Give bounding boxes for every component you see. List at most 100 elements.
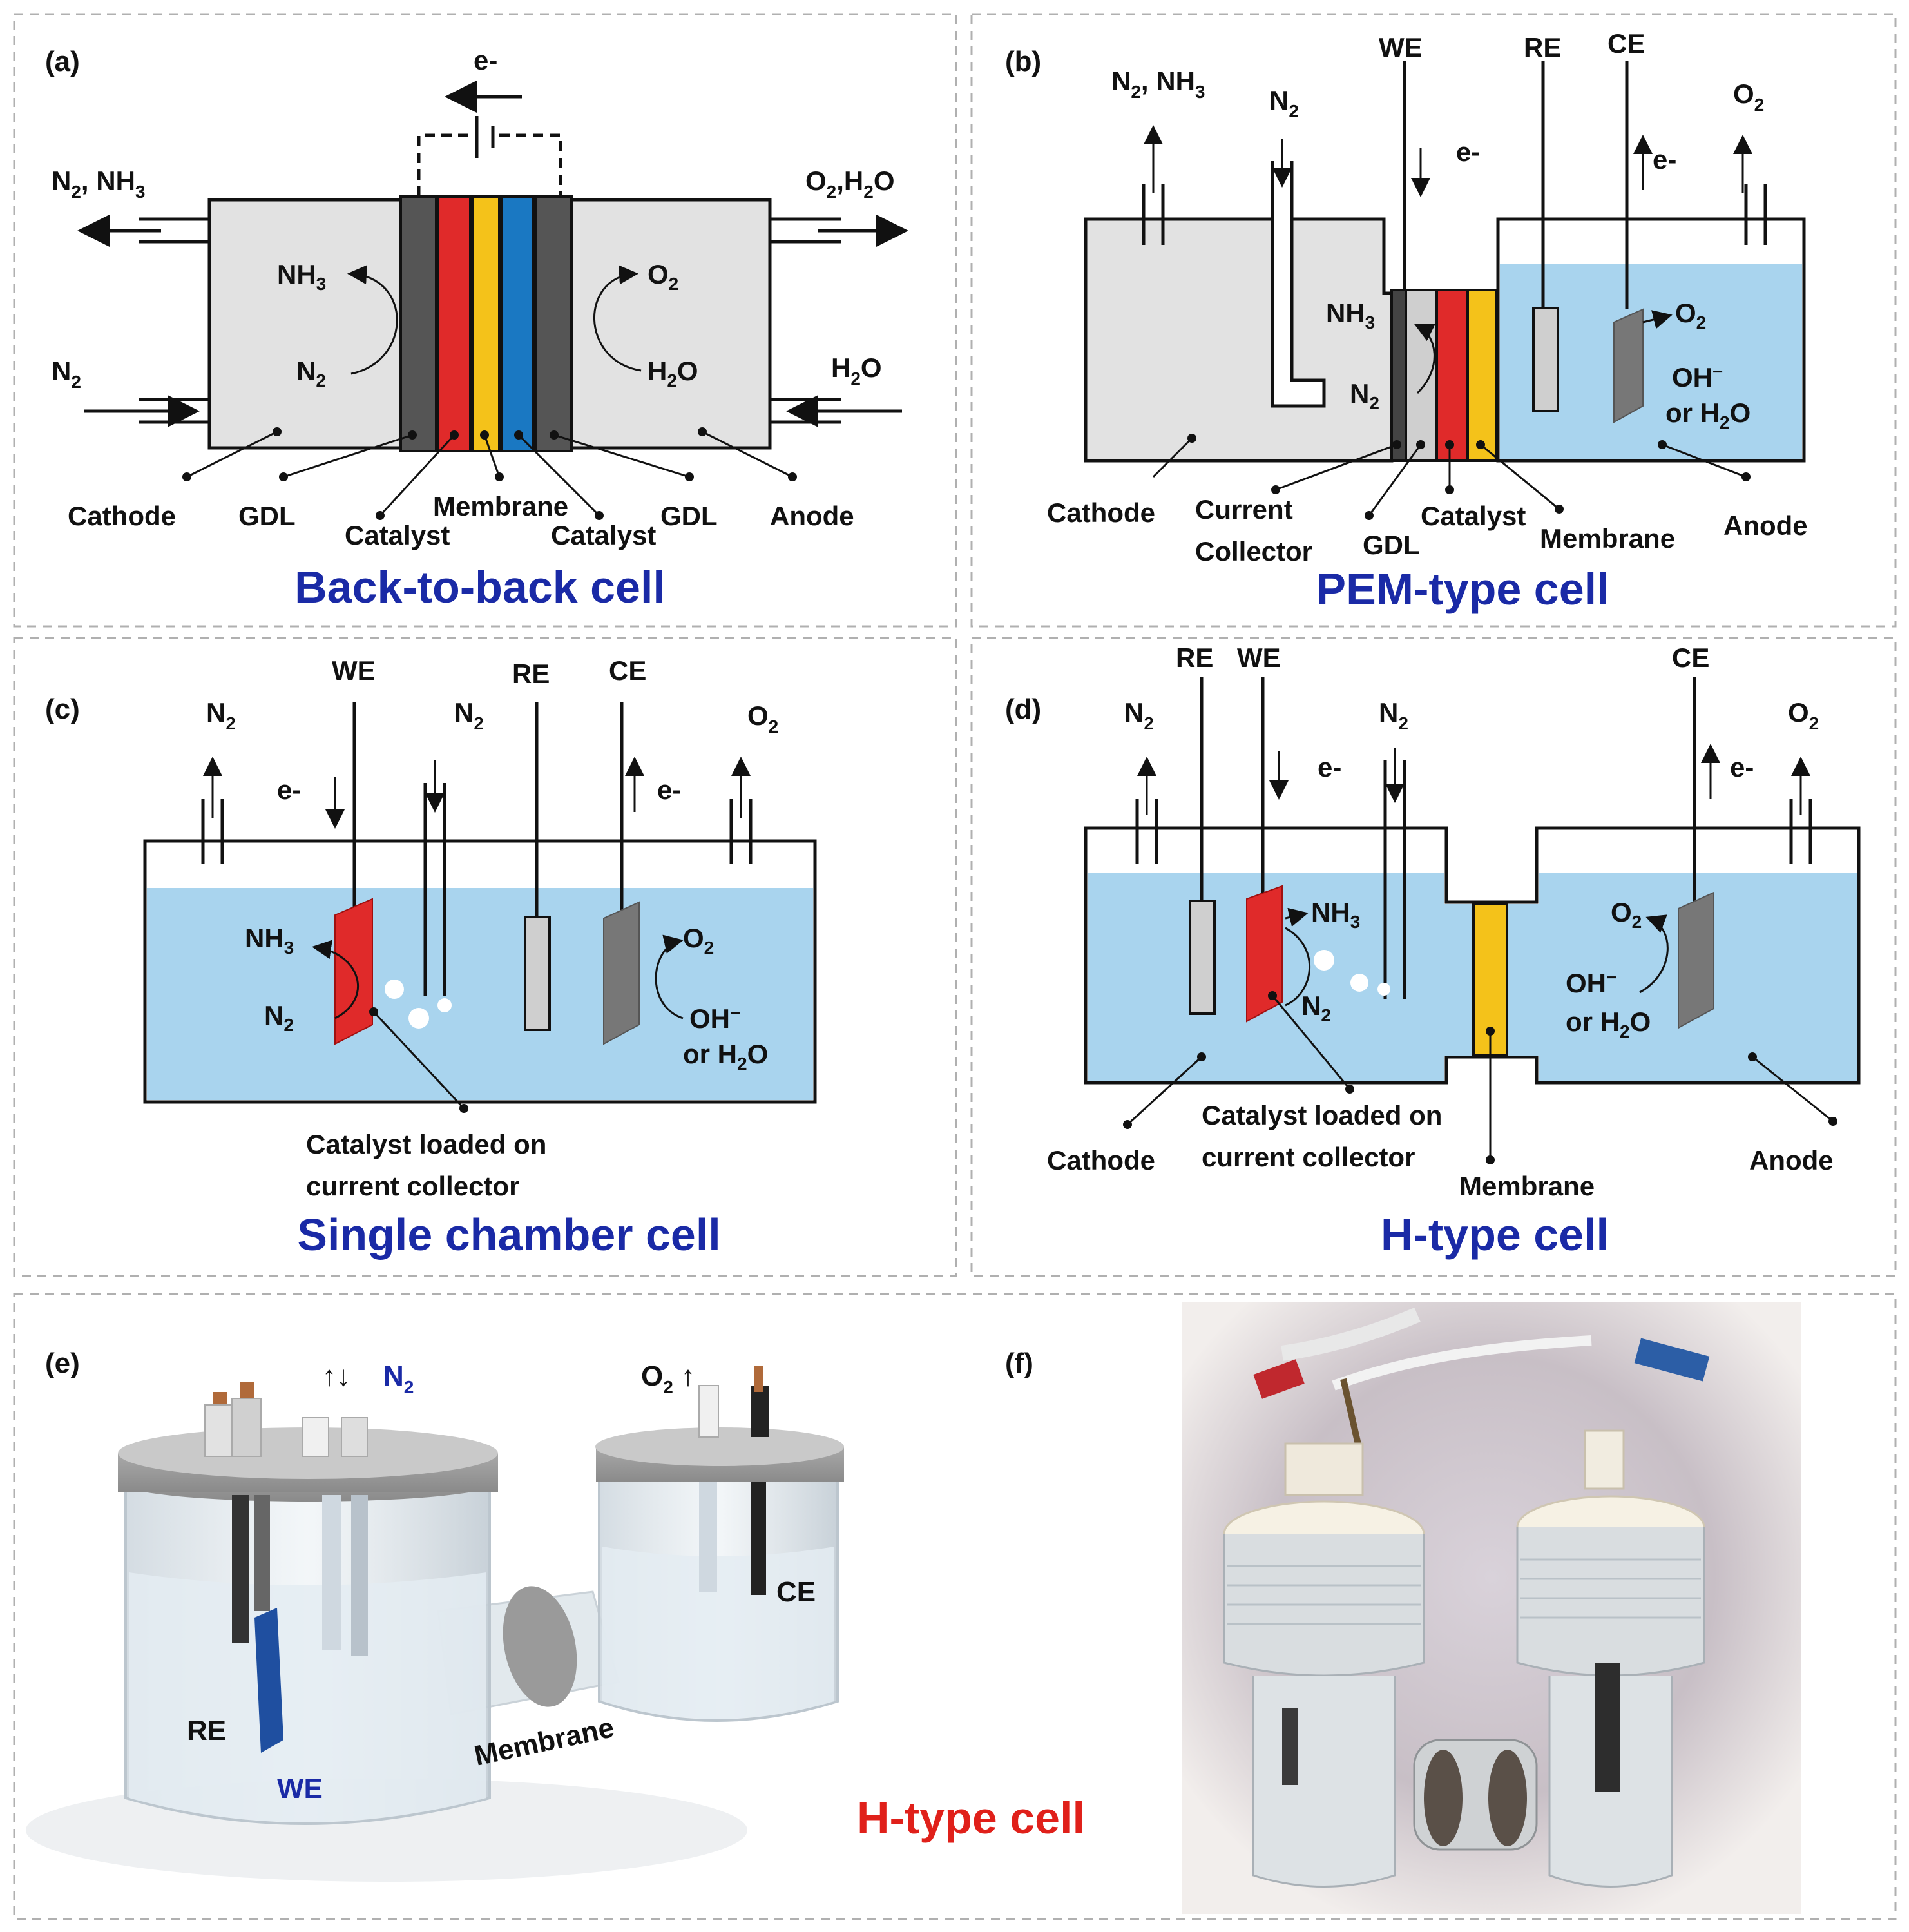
label-anode-d: Anode bbox=[1749, 1145, 1834, 1175]
panel-c-frame bbox=[13, 637, 957, 1277]
working-electrode-3d bbox=[254, 1608, 283, 1753]
counter-electrode-d bbox=[1678, 891, 1714, 1029]
nh3-label-d: NH3 bbox=[1311, 897, 1360, 932]
we-label-b: WE bbox=[1379, 32, 1423, 63]
panel-e-title: H-type cell bbox=[857, 1793, 1085, 1843]
or-h2o-label-b: or H2O bbox=[1665, 398, 1751, 432]
label-catalyst-b: Catalyst bbox=[1421, 501, 1526, 531]
we-label-d: WE bbox=[1237, 642, 1281, 673]
gas-o2-label-e: O2 ↑ bbox=[641, 1360, 695, 1397]
label-membrane-b: Membrane bbox=[1540, 523, 1675, 554]
electrolyte-c bbox=[147, 888, 813, 1100]
reaction-arrow-b bbox=[1414, 324, 1436, 394]
label-membrane-d: Membrane bbox=[1459, 1171, 1595, 1201]
nh3-label-b: NH3 bbox=[1326, 298, 1375, 333]
gas-n2-nh3-label-b: N2, NH3 bbox=[1111, 66, 1205, 102]
o2-label-b: O2 bbox=[1675, 298, 1706, 333]
reaction-nh3-label: NH3 bbox=[277, 259, 326, 294]
gas-n2-label-c-mid: N2 bbox=[454, 697, 484, 733]
gas-tube-left-b bbox=[1142, 184, 1165, 245]
reaction-arrow-c-left bbox=[312, 940, 360, 1019]
we-label-c: WE bbox=[332, 655, 376, 686]
leader-lines-a bbox=[182, 427, 797, 520]
n2-arrows-3d: ↑↓ bbox=[322, 1360, 350, 1392]
ce-label-d: CE bbox=[1672, 642, 1709, 673]
oh-label-b: OH− bbox=[1672, 362, 1723, 392]
catalyst-note-c-1: Catalyst loaded on bbox=[306, 1129, 546, 1159]
reaction-arrow-right bbox=[593, 265, 642, 372]
re-label-b: RE bbox=[1524, 32, 1561, 63]
label-gdl-a-left: GDL bbox=[238, 501, 296, 531]
battery-icon bbox=[417, 116, 562, 197]
gas-o2-label-b: O2 bbox=[1733, 79, 1764, 115]
electron-label-b-left: e- bbox=[1456, 137, 1480, 167]
electron-label: e- bbox=[474, 45, 497, 75]
panel-b-letter: (b) bbox=[1005, 46, 1041, 77]
label-anode-a: Anode bbox=[770, 501, 854, 531]
counter-electrode-c bbox=[603, 901, 640, 1045]
label-collector-b: Collector bbox=[1195, 536, 1312, 566]
membrane-label-e: Membrane bbox=[472, 1712, 617, 1772]
panel-d-title: H-type cell bbox=[1381, 1210, 1609, 1260]
gas-h2o-in-label: H2O bbox=[831, 353, 882, 389]
right-jar bbox=[595, 1366, 844, 1722]
label-cathode-a: Cathode bbox=[68, 501, 176, 531]
or-h2o-label-c: or H2O bbox=[683, 1039, 768, 1074]
layer-stack-b bbox=[1390, 289, 1497, 462]
left-jar bbox=[118, 1382, 498, 1825]
pipes bbox=[77, 215, 908, 427]
gas-tube-left-c bbox=[201, 799, 224, 864]
electron-label-d-left: e- bbox=[1318, 752, 1341, 782]
ce-label-b: CE bbox=[1607, 28, 1645, 59]
bubbles-d bbox=[1314, 950, 1390, 996]
n2-label-c: N2 bbox=[264, 1000, 294, 1035]
membrane-stack bbox=[399, 195, 573, 452]
o2-label-c: O2 bbox=[683, 923, 714, 958]
re-label-d: RE bbox=[1176, 642, 1213, 673]
gas-tube-right-b bbox=[1744, 184, 1767, 245]
reaction-n2-label: N2 bbox=[296, 356, 326, 391]
panel-b: (b) N2, NH3 N2 O2 WE RE CE bbox=[1005, 28, 1808, 614]
electron-label-d-right: e- bbox=[1730, 752, 1754, 782]
working-electrode-d bbox=[1246, 885, 1283, 1023]
n2-label-d: N2 bbox=[1301, 990, 1331, 1025]
catalyst-note-d-1: Catalyst loaded on bbox=[1202, 1100, 1442, 1130]
leader-lines-b bbox=[1152, 434, 1751, 520]
reference-electrode-d bbox=[1189, 900, 1216, 1015]
label-gdl-a-right: GDL bbox=[660, 501, 718, 531]
panel-f-letter: (f) bbox=[1005, 1348, 1033, 1379]
reaction-arrow-d-left bbox=[1285, 927, 1310, 1007]
gas-tube-mid-c bbox=[423, 783, 446, 996]
panel-c: (c) N2 N2 O2 WE RE CE e- e- NH3 N2 bbox=[45, 655, 817, 1260]
panel-d: (d) N2 N2 O2 RE WE CE e- e- NH3 bbox=[1005, 642, 1861, 1260]
panel-e: (e) bbox=[26, 1348, 1085, 1882]
anode-chamber bbox=[559, 198, 772, 450]
catalyst-note-d-2: current collector bbox=[1202, 1142, 1415, 1172]
reaction-arrow-left bbox=[347, 265, 398, 375]
gas-o2-h2o-label: O2,H2O bbox=[805, 166, 895, 202]
label-catalyst-a-right: Catalyst bbox=[551, 520, 656, 550]
panel-a-letter: (a) bbox=[45, 46, 80, 77]
gas-tube-left-d bbox=[1135, 799, 1158, 864]
oh-label-d: OH− bbox=[1566, 967, 1616, 998]
label-cathode-b: Cathode bbox=[1047, 497, 1155, 528]
leader-lines-d bbox=[1123, 991, 1837, 1164]
reference-electrode-c bbox=[524, 916, 551, 1031]
gas-n2-label-e: N2 bbox=[383, 1360, 414, 1397]
label-membrane-a: Membrane bbox=[433, 491, 568, 521]
cathode-chamber-b bbox=[1084, 217, 1394, 463]
reaction-o2-label: O2 bbox=[648, 259, 678, 294]
panel-e-letter: (e) bbox=[45, 1348, 80, 1379]
panel-b-frame bbox=[970, 13, 1897, 628]
oh-label-c: OH− bbox=[689, 1003, 740, 1034]
n2-label-b: N2 bbox=[1350, 378, 1379, 413]
cathode-chamber bbox=[207, 198, 421, 450]
panel-d-letter: (d) bbox=[1005, 693, 1041, 725]
ce-label-c: CE bbox=[609, 655, 646, 686]
panel-c-title: Single chamber cell bbox=[297, 1210, 720, 1260]
gas-n2-label-d-left: N2 bbox=[1124, 697, 1154, 733]
gas-tube-right-c bbox=[729, 799, 753, 864]
reaction-arrow-c-right bbox=[655, 934, 684, 1019]
gas-n2-label-c-left: N2 bbox=[206, 697, 236, 733]
